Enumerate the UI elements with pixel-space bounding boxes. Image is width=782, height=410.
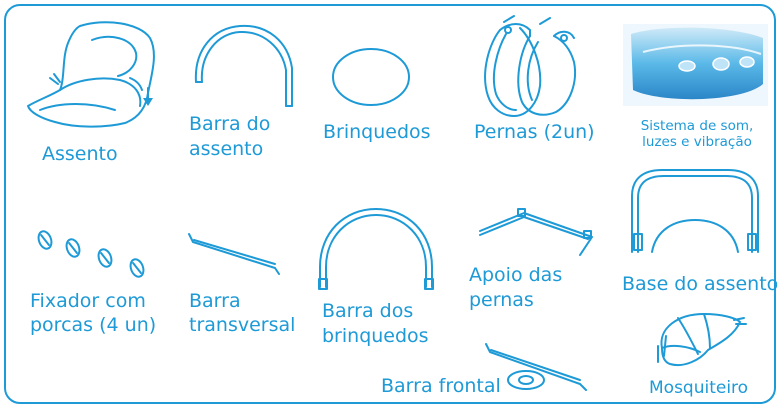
cross-bar-illustration <box>188 233 280 275</box>
label-assento: Assento <box>42 143 118 165</box>
sound-light-vibration-illustration <box>623 24 768 106</box>
label-base-assento: Base do assento <box>622 273 779 295</box>
seat-bar-illustration <box>194 24 293 107</box>
label-brinquedos: Brinquedos <box>323 121 431 143</box>
label-fixador-2: porcas (4 un) <box>30 314 157 336</box>
label-apoio-pernas-2: pernas <box>469 289 534 311</box>
label-barra-assento-2: assento <box>189 138 264 160</box>
label-barra-assento-1: Barra do <box>189 113 271 135</box>
label-pernas: Pernas (2un) <box>474 121 595 143</box>
label-mosquiteiro: Mosquiteiro <box>649 378 749 398</box>
fasteners-illustration <box>37 230 145 278</box>
label-sistema-2: luzes e vibração <box>642 134 752 150</box>
seat-base-illustration <box>631 169 759 253</box>
label-barra-brinquedos-2: brinquedos <box>322 325 429 347</box>
label-barra-frontal: Barra frontal <box>381 375 501 397</box>
label-fixador-1: Fixador com <box>30 290 146 312</box>
toys-illustration <box>332 48 410 106</box>
seat-illustration <box>27 21 155 128</box>
label-sistema-1: Sistema de som, <box>640 118 754 134</box>
label-barra-transversal-1: Barra <box>189 290 241 312</box>
label-apoio-pernas-1: Apoio das <box>469 264 563 286</box>
leg-support-illustration <box>479 208 593 256</box>
mosquito-net-illustration <box>657 313 747 366</box>
label-barra-transversal-2: transversal <box>189 314 296 336</box>
label-barra-brinquedos-1: Barra dos <box>322 300 414 322</box>
front-bar-illustration <box>485 343 587 391</box>
toy-bar-illustration <box>318 208 434 290</box>
legs-illustration <box>484 15 576 117</box>
parts-frame <box>4 4 776 404</box>
